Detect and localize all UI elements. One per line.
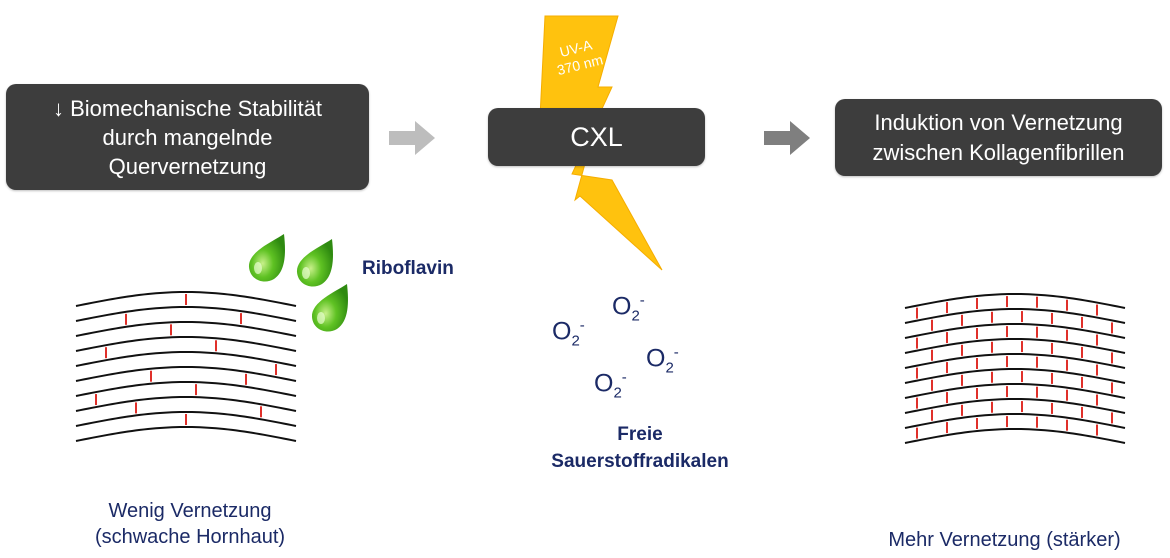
cxl-label: CXL [570, 121, 623, 152]
radicals-caption-line2: Sauerstoffradikalen [551, 451, 729, 472]
droplet-icon [296, 239, 333, 287]
arrow-right-icon [389, 121, 435, 155]
radical-symbol: O [646, 344, 666, 373]
collagen-fiber [904, 323, 1126, 339]
crosslinking-box: Induktion von Vernetzung zwischen Kollag… [835, 99, 1162, 176]
radical-symbol: O [594, 369, 614, 398]
collagen-fiber [75, 306, 297, 322]
radical-subscript: 2 [631, 307, 640, 325]
collagen-fiber [904, 338, 1126, 354]
radical-superscript: - [639, 292, 645, 309]
collagen-fiber [75, 426, 297, 442]
collagen-fiber [904, 308, 1126, 324]
crosslinking-box-line2: zwischen Kollagenfibrillen [872, 139, 1125, 165]
collagen-fiber [904, 293, 1126, 309]
radicals-caption: Freie Sauerstoffradikalen [500, 421, 780, 475]
radical-symbol: O [612, 292, 632, 321]
droplet-icon [248, 234, 285, 282]
collagen-fiber [75, 291, 297, 307]
oxygen-radical: O2- [552, 317, 585, 349]
weak-crosslink-fibers [75, 291, 297, 442]
stability-box-line3: Quervernetzung [108, 153, 267, 179]
strong-cornea-caption: Mehr Vernetzung (stärker) [852, 527, 1157, 553]
collagen-fiber [75, 336, 297, 352]
droplet-icon [311, 284, 348, 332]
oxygen-radical: O2- [612, 292, 645, 324]
collagen-fiber [904, 428, 1126, 444]
collagen-fiber [904, 398, 1126, 414]
weak-cornea-caption-line2: (schwache Hornhaut) [94, 526, 286, 548]
collagen-fiber [904, 353, 1126, 369]
collagen-fiber [75, 396, 297, 412]
weak-cornea-caption-line1: Wenig Vernetzung [108, 500, 272, 522]
oxygen-radical: O2- [646, 344, 679, 376]
radical-subscript: 2 [613, 384, 622, 402]
radical-subscript: 2 [571, 332, 580, 350]
stability-box-line2: durch mangelnde [102, 124, 273, 150]
weak-cornea-caption: Wenig Vernetzung (schwache Hornhaut) [40, 498, 340, 550]
collagen-fiber [904, 413, 1126, 429]
collagen-fiber [75, 366, 297, 382]
strong-cornea-caption-line: Mehr Vernetzung (stärker) [888, 529, 1121, 551]
strong-crosslink-fibers [904, 293, 1126, 444]
collagen-fiber [904, 383, 1126, 399]
arrow-right-icon [764, 121, 810, 155]
oxygen-radical: O2- [594, 369, 627, 401]
radical-symbol: O [552, 317, 572, 346]
riboflavin-label: Riboflavin [362, 258, 454, 279]
radical-superscript: - [579, 317, 585, 334]
radicals-caption-line1: Freie [617, 424, 663, 445]
collagen-fiber [75, 351, 297, 367]
radical-subscript: 2 [665, 359, 674, 377]
cxl-box: CXL [488, 108, 705, 166]
collagen-fiber [75, 381, 297, 397]
radical-superscript: - [673, 344, 679, 361]
crosslinking-box-line1: Induktion von Vernetzung [874, 109, 1123, 135]
stability-box-line1: ↓ Biomechanische Stabilität [52, 95, 323, 121]
collagen-fiber [75, 321, 297, 337]
collagen-fiber [904, 368, 1126, 384]
collagen-fiber [75, 411, 297, 427]
radical-superscript: - [621, 369, 627, 386]
stability-box: ↓ Biomechanische Stabilität durch mangel… [6, 84, 369, 190]
